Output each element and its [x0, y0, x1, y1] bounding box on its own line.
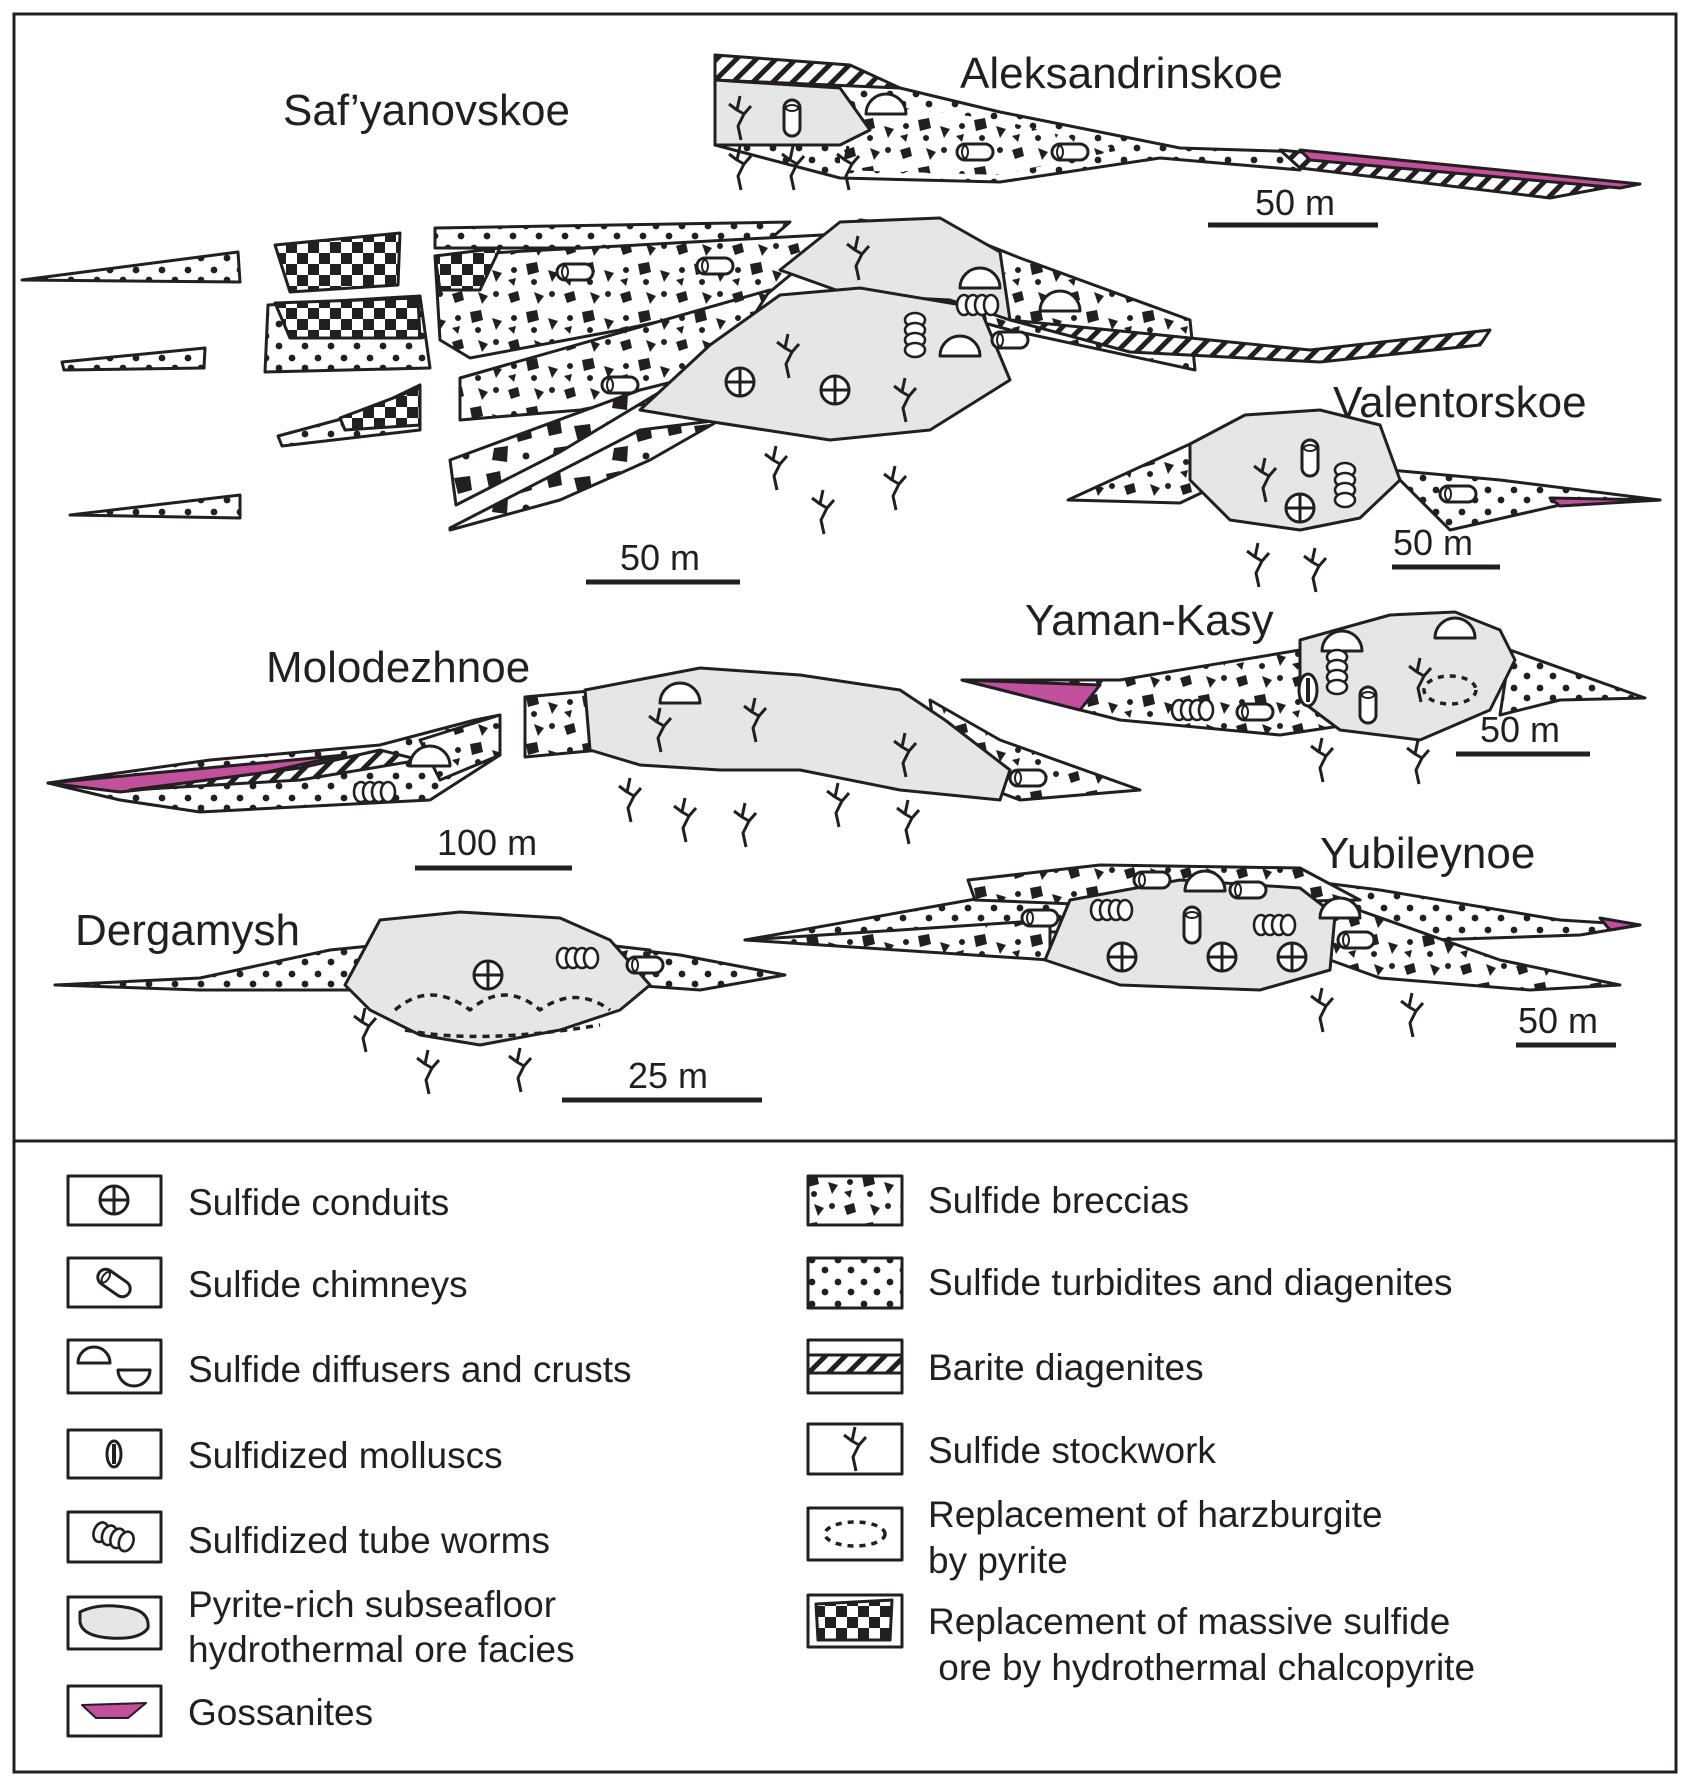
scale-label-aleksandrinskoe: 50 m — [1255, 182, 1335, 223]
scale-label-safyanovskoe: 50 m — [620, 537, 700, 578]
section-valentorskoe — [1066, 408, 1662, 594]
title-aleksandrinskoe: Aleksandrinskoe — [960, 49, 1283, 98]
legend-label-turbidites: Sulfide turbidites and diagenites — [928, 1262, 1453, 1303]
chimney-icon — [66, 1256, 163, 1309]
title-safyanovskoe: Saf’yanovskoe — [283, 86, 570, 135]
mollusc-icon — [66, 1428, 163, 1480]
conduit-icon — [66, 1174, 163, 1227]
legend-label-chimneys: Sulfide chimneys — [188, 1264, 468, 1305]
title-molodezhnoe: Molodezhnoe — [266, 643, 530, 692]
tube-worm-icon — [66, 1510, 163, 1564]
turbidite-icon — [806, 1256, 904, 1310]
title-yubileynoe: Yubileynoe — [1320, 829, 1535, 878]
legend-label-chalcopyrite-line2: ore by hydrothermal chalcopyrite — [928, 1647, 1475, 1688]
section-dergamysh — [53, 910, 787, 1103]
section-yaman-kasy — [960, 610, 1647, 786]
legend-label-chalcopyrite-line1: Replacement of massive sulfide — [928, 1601, 1450, 1642]
ore-facies-icon — [66, 1595, 163, 1651]
legend-label-conduits: Sulfide conduits — [188, 1182, 449, 1223]
title-dergamysh: Dergamysh — [75, 906, 300, 955]
breccia-icon — [806, 1174, 904, 1227]
section-aleksandrinskoe — [713, 53, 1642, 228]
scale-label-valentorskoe: 50 m — [1393, 522, 1473, 563]
scale-label-dergamysh: 25 m — [628, 1055, 708, 1096]
legend-label-breccias: Sulfide breccias — [928, 1180, 1189, 1221]
legend-label-ore-facies-line1: Pyrite-rich subseafloor — [188, 1584, 556, 1625]
section-molodezhnoe — [46, 666, 1142, 871]
scale-label-yubileynoe: 50 m — [1518, 1000, 1598, 1041]
title-yaman-kasy: Yaman-Kasy — [1025, 596, 1274, 645]
gossanite-icon — [66, 1684, 163, 1738]
legend-label-diffusers: Sulfide diffusers and crusts — [188, 1349, 632, 1390]
legend-label-barite: Barite diagenites — [928, 1347, 1204, 1388]
section-yubileynoe — [743, 863, 1642, 1048]
legend — [66, 1174, 904, 1738]
legend-label-ore-facies-line2: hydrothermal ore facies — [188, 1629, 575, 1670]
section-safyanovskoe — [20, 216, 1492, 585]
legend-label-harzburgite-line2: by pyrite — [928, 1540, 1068, 1581]
legend-label-tube-worms: Sulfidized tube worms — [188, 1520, 550, 1561]
legend-label-gossanites: Gossanites — [188, 1692, 373, 1733]
scale-label-molodezhnoe: 100 m — [437, 822, 537, 863]
scale-label-yaman-kasy: 50 m — [1480, 709, 1560, 750]
title-valentorskoe: Valentorskoe — [1333, 378, 1587, 427]
diffuser-icon — [66, 1338, 163, 1395]
legend-labels: Sulfide conduits Sulfide chimneys Sulfid… — [188, 1180, 1475, 1733]
harzburgite-icon — [806, 1506, 904, 1562]
chalcopyrite-icon — [806, 1593, 904, 1649]
figure-frame — [12, 12, 1678, 1774]
legend-label-molluscs: Sulfidized molluscs — [188, 1435, 503, 1476]
barite-icon — [806, 1338, 904, 1395]
legend-label-stockwork: Sulfide stockwork — [928, 1430, 1216, 1471]
legend-label-harzburgite-line1: Replacement of harzburgite — [928, 1494, 1383, 1535]
stockwork-icon — [806, 1422, 904, 1476]
